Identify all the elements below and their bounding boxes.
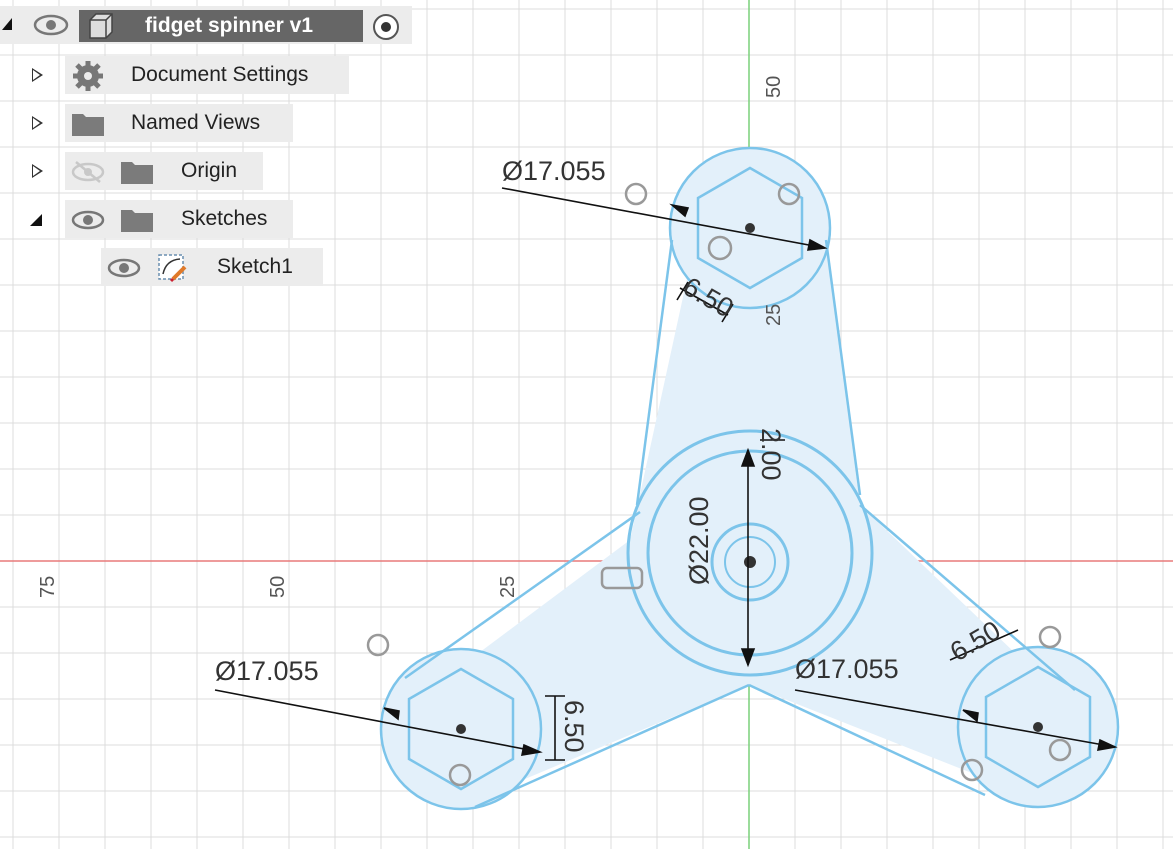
axis-label-v50: 50 xyxy=(763,76,785,98)
browser-item-document-settings[interactable]: Document Settings xyxy=(0,56,350,94)
sketch-point[interactable] xyxy=(1033,722,1043,732)
expand-triangle-icon[interactable] xyxy=(32,68,43,82)
browser-item-sketches[interactable]: Sketches xyxy=(0,200,300,238)
dimension-center-diameter[interactable]: Ø22.00 xyxy=(684,496,714,585)
browser-item-origin[interactable]: Origin xyxy=(0,152,270,190)
sketch-icon xyxy=(158,254,187,283)
dimension-left-hex[interactable]: 6.50 xyxy=(559,700,589,753)
spinner-profile[interactable] xyxy=(379,146,1120,811)
gear-icon xyxy=(73,61,103,91)
browser-root-label[interactable]: fidget spinner v1 xyxy=(145,14,314,37)
folder-icon xyxy=(72,114,104,136)
activate-radio-icon[interactable] xyxy=(371,12,401,42)
selected-component-highlight[interactable] xyxy=(79,10,363,42)
expand-triangle-icon[interactable] xyxy=(32,164,43,178)
browser-item-label: Sketches xyxy=(181,207,268,230)
axis-label-h50: 50 xyxy=(267,576,289,598)
browser-item-label: Named Views xyxy=(131,111,261,134)
dimension-lines xyxy=(214,187,1118,761)
browser-item-label: Sketch1 xyxy=(217,255,293,278)
eye-icon[interactable] xyxy=(33,12,69,38)
expand-triangle-icon[interactable] xyxy=(32,116,43,130)
collapse-triangle-icon[interactable] xyxy=(30,214,42,226)
folder-icon xyxy=(121,162,153,184)
browser-item-label: Document Settings xyxy=(131,63,309,86)
browser-item-named-views[interactable]: Named Views xyxy=(0,104,300,142)
dimension-center-offset[interactable]: 2.00 xyxy=(756,428,786,481)
eye-icon[interactable] xyxy=(70,207,106,233)
dimension-right-diameter[interactable]: Ø17.055 xyxy=(795,654,899,684)
axis-label-h75: 75 xyxy=(37,576,59,598)
dimension-top-diameter[interactable]: Ø17.055 xyxy=(502,156,606,186)
folder-icon xyxy=(121,210,153,232)
eye-icon[interactable] xyxy=(106,255,142,281)
sketch-origin-point[interactable] xyxy=(744,556,756,568)
sketch-point[interactable] xyxy=(745,223,755,233)
browser-item-sketch1[interactable]: Sketch1 xyxy=(0,248,330,286)
sketch-point[interactable] xyxy=(456,724,466,734)
dimension-left-diameter[interactable]: Ø17.055 xyxy=(215,656,319,686)
axis-label-v25: 25 xyxy=(763,304,785,326)
constraint-glyphs xyxy=(366,182,1072,787)
browser-panel: fidget spinner v1 Document Settings Name… xyxy=(0,0,420,300)
collapse-triangle-icon[interactable] xyxy=(2,18,12,30)
eye-hidden-icon[interactable] xyxy=(70,159,106,185)
browser-item-label: Origin xyxy=(181,159,238,182)
axis-label-h25: 25 xyxy=(497,576,519,598)
component-icon xyxy=(89,13,113,39)
